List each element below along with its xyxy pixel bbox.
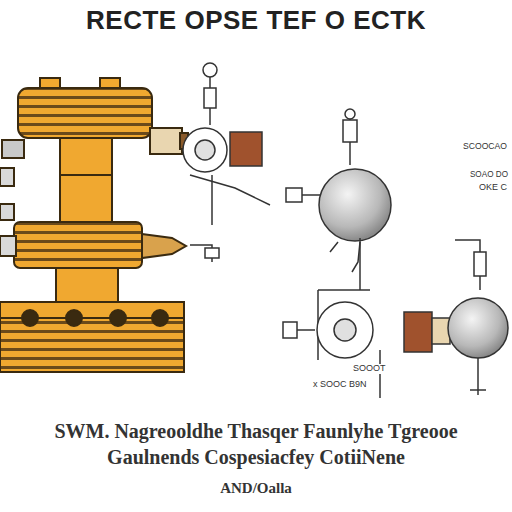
- part-label: SOOOT: [352, 364, 387, 374]
- part-label: SCOOCAO: [462, 142, 508, 151]
- part-label: SOAO DO: [469, 170, 509, 179]
- valve-parts: [183, 63, 508, 398]
- orange-machine: [0, 78, 188, 372]
- caption-line: SWM. Nagreooldhe Thasqer Faunlyhe Tgreoo…: [54, 420, 457, 442]
- diagram-title: RECTE OPSE TEF O ECTK: [86, 6, 426, 35]
- part-label: OKE C: [478, 183, 508, 193]
- caption-line: Gaulnends Cospesiacfey CotiiNene: [107, 446, 405, 468]
- caption-line: AND/Oalla: [220, 480, 292, 497]
- part-label: x SOOC B9N: [312, 380, 368, 390]
